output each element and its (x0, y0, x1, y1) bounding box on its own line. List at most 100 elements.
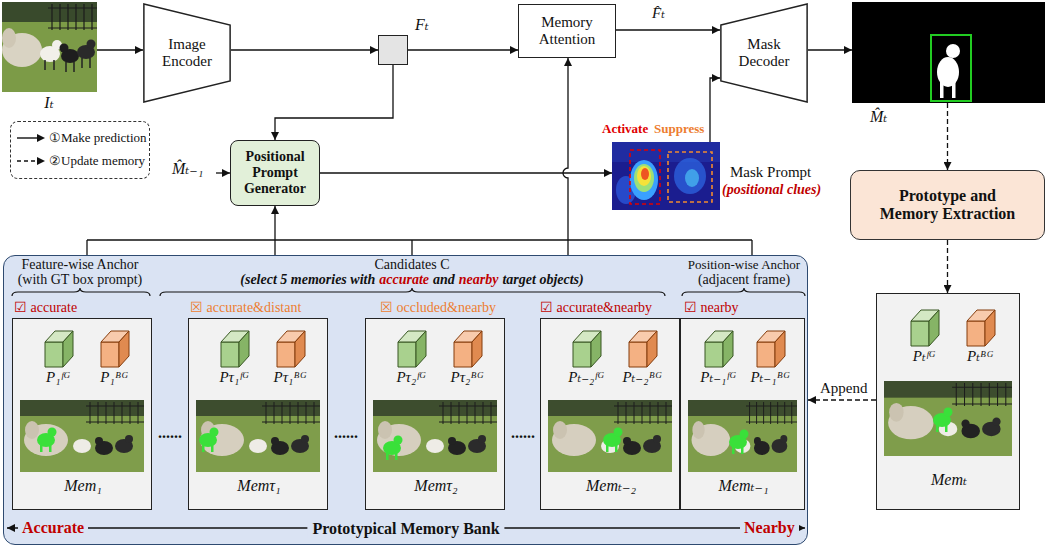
legend-line (17, 137, 38, 138)
foreground-prototype: Pₜ₋₁ᶠᴳ (696, 328, 740, 368)
prediction-arrow (808, 49, 852, 50)
edge-label: F̂ₜ (652, 5, 665, 22)
mask-prompt: ActivateSuppressMask Prompt(positional c… (612, 142, 720, 210)
node-text: (positional clues) (722, 182, 821, 197)
cube-face (629, 342, 647, 367)
cube-face (472, 331, 482, 367)
node-text: Image Encoder (146, 6, 228, 100)
prototype-cube (748, 328, 792, 368)
node-text: Fₜ (415, 16, 429, 34)
cube-face (967, 321, 985, 346)
annotation-label: ☑ nearby (684, 300, 739, 316)
legend-text: ②Update memory (49, 153, 145, 169)
predicted-mask: M̂ₜ (852, 2, 1045, 103)
memory-entry: Memₜ₋₂Pₜ₋₂ᶠᴳPₜ₋₂ᴮᴳ (540, 318, 680, 510)
prototype-cube (92, 328, 136, 368)
heatmap-image (612, 142, 720, 210)
annotation-label: target objects) (502, 272, 583, 287)
foreground-prototype: Pₜᶠᴳ (902, 307, 946, 347)
annotation-label: Position-wise Anchor (688, 257, 800, 272)
foreground-prototype: P₁ᶠᴳ (36, 328, 80, 368)
memory-update-arrow (947, 240, 948, 293)
annotation-label: (select 5 memories with (240, 272, 375, 287)
node-text: Memₜ₋₁ (719, 477, 769, 495)
foreground-prototype: Pτ₁ᶠᴳ (212, 328, 256, 368)
annotation-label: nearby (459, 272, 499, 287)
annotation-label: Feature-wise Anchor (21, 257, 138, 272)
node-text: Pₜ₋₁ᶠᴳ (700, 369, 735, 386)
cube-face (295, 331, 305, 367)
cube-face (221, 342, 239, 367)
memory-entry: Memₜ₋₁Pₜ₋₁ᶠᴳPₜ₋₁ᴮᴳ (680, 318, 805, 510)
background-prototype: Pₜ₋₂ᴮᴳ (620, 328, 664, 368)
node-text: Pₜᴮᴳ (967, 348, 993, 365)
cube-face (239, 331, 249, 367)
prediction-arrow (97, 49, 143, 50)
cube-face (416, 331, 426, 367)
background-prototype: Pτ₂ᴮᴳ (445, 328, 489, 368)
node-text: Pₜ₋₁ᴮᴳ (750, 369, 789, 386)
node-text: Iₜ (44, 94, 53, 112)
annotation-label: ...... (511, 424, 535, 442)
cube-face (985, 310, 995, 346)
cube-face (723, 331, 733, 367)
legend-arrowhead (37, 157, 45, 165)
node-text: Prototype and Memory Extraction (871, 174, 1024, 236)
legend-sample (17, 155, 45, 167)
node-text: Prototypical Memory Bank (307, 520, 504, 538)
bus-lines (87, 240, 752, 255)
node-text: Mask Decoder (723, 6, 805, 100)
cube-face (277, 342, 295, 367)
legend-sample (17, 132, 45, 144)
cube-face (573, 342, 591, 367)
memory-entry: Mem₁P₁ᶠᴳP₁ᴮᴳ (12, 318, 152, 510)
legend-line (17, 160, 38, 161)
node-text: Pₜ₋₂ᴮᴳ (622, 369, 661, 386)
prompt-generator: Positional Prompt Generator (230, 140, 320, 206)
node-text: Memₜ (931, 471, 967, 489)
annotation-label: (with GT box prompt) (18, 272, 143, 287)
background-prototype: P₁ᴮᴳ (92, 328, 136, 368)
memory-update-arrow (808, 399, 876, 400)
prototype-cube (696, 328, 740, 368)
cube-face (454, 342, 472, 367)
prediction-arrow (274, 206, 275, 255)
extraction-box: Prototype and Memory Extraction (850, 170, 1045, 240)
node-text: Memₜ₋₂ (586, 477, 636, 495)
prototype-cube (445, 328, 489, 368)
node-text: M̂ₜ (870, 108, 887, 126)
node-text: Activate (602, 122, 648, 136)
cube-face (45, 342, 63, 367)
cube-face (911, 321, 929, 346)
prototype-cube (902, 307, 946, 347)
cube-face (119, 331, 129, 367)
legend-entry: ②Update memory (17, 153, 145, 169)
annotation-label: ☒ occluded&nearby (380, 300, 496, 316)
annotation-label: ...... (158, 424, 182, 442)
prediction-arrow (563, 58, 568, 255)
prediction-arrow (320, 172, 612, 173)
memory-attention: Memory Attention (518, 4, 616, 58)
annotation-label: Nearby (740, 519, 799, 537)
legend-box: ①Make prediction ②Update memory (10, 121, 150, 179)
prototype-cube (389, 328, 433, 368)
prediction-arrow (710, 78, 720, 142)
cube-face (775, 331, 785, 367)
legend-entry: ①Make prediction (17, 130, 147, 146)
mask-decoder: Mask Decoder (720, 3, 808, 103)
node-text: Pτ₂ᶠᴳ (396, 369, 425, 386)
cube-face (591, 331, 601, 367)
node-text: Pτ₂ᴮᴳ (451, 369, 484, 386)
prototype-cube (620, 328, 664, 368)
prototype-cube (564, 328, 608, 368)
prototype-cube (268, 328, 312, 368)
node-text: Positional Prompt Generator (234, 144, 316, 202)
predicted-mask-image (931, 35, 971, 101)
cube-face (101, 342, 119, 367)
annotation-label: ☒ accurate&distant (190, 300, 301, 316)
trapezoid-outline (144, 4, 230, 102)
memory-entry: Memₜ PₜᶠᴳPₜᴮᴳ (876, 293, 1020, 510)
prototype-cube (212, 328, 256, 368)
cube-face (705, 342, 723, 367)
